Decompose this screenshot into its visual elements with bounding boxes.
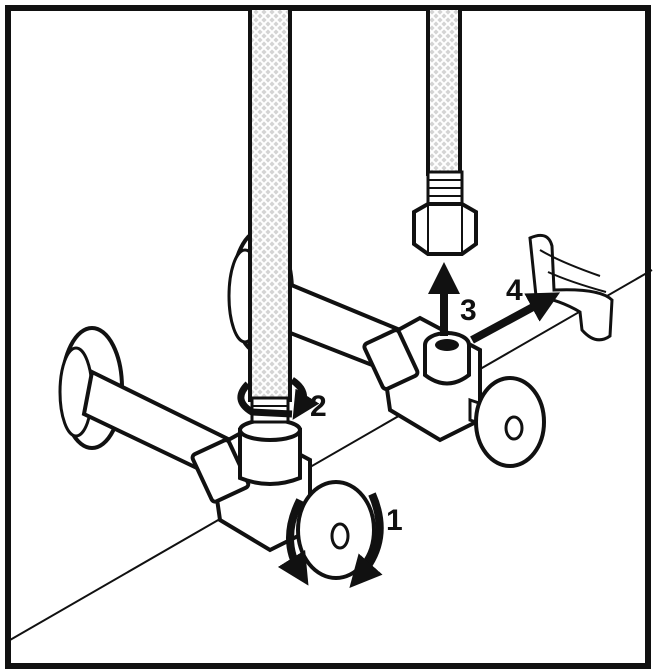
right-outlet-stub [423, 345, 471, 386]
unscrew-nut-arrow [237, 377, 320, 420]
disconnected-supply-hose [412, 6, 478, 256]
right-hose-nut [412, 202, 478, 256]
step-label-2: 2 [310, 390, 327, 423]
right-compression-nut [362, 328, 420, 391]
right-hose-braid [426, 6, 462, 176]
right-handle-screw [504, 415, 524, 441]
rotate-handle-arrow [277, 492, 384, 588]
right-outlet-hole [435, 339, 459, 351]
left-handle-screw [330, 522, 350, 550]
protective-cap [528, 233, 614, 342]
left-valve [58, 326, 376, 580]
step-label-3: 3 [460, 294, 477, 327]
frame-border [5, 5, 651, 669]
attach-cap-arrow [470, 292, 561, 344]
left-hose-braid [248, 6, 292, 402]
wall-floor-line [9, 269, 653, 641]
left-hose-nut [238, 428, 302, 486]
step-label-4: 4 [506, 274, 523, 307]
step-label-1: 1 [386, 504, 403, 537]
connected-supply-hose [248, 6, 292, 424]
